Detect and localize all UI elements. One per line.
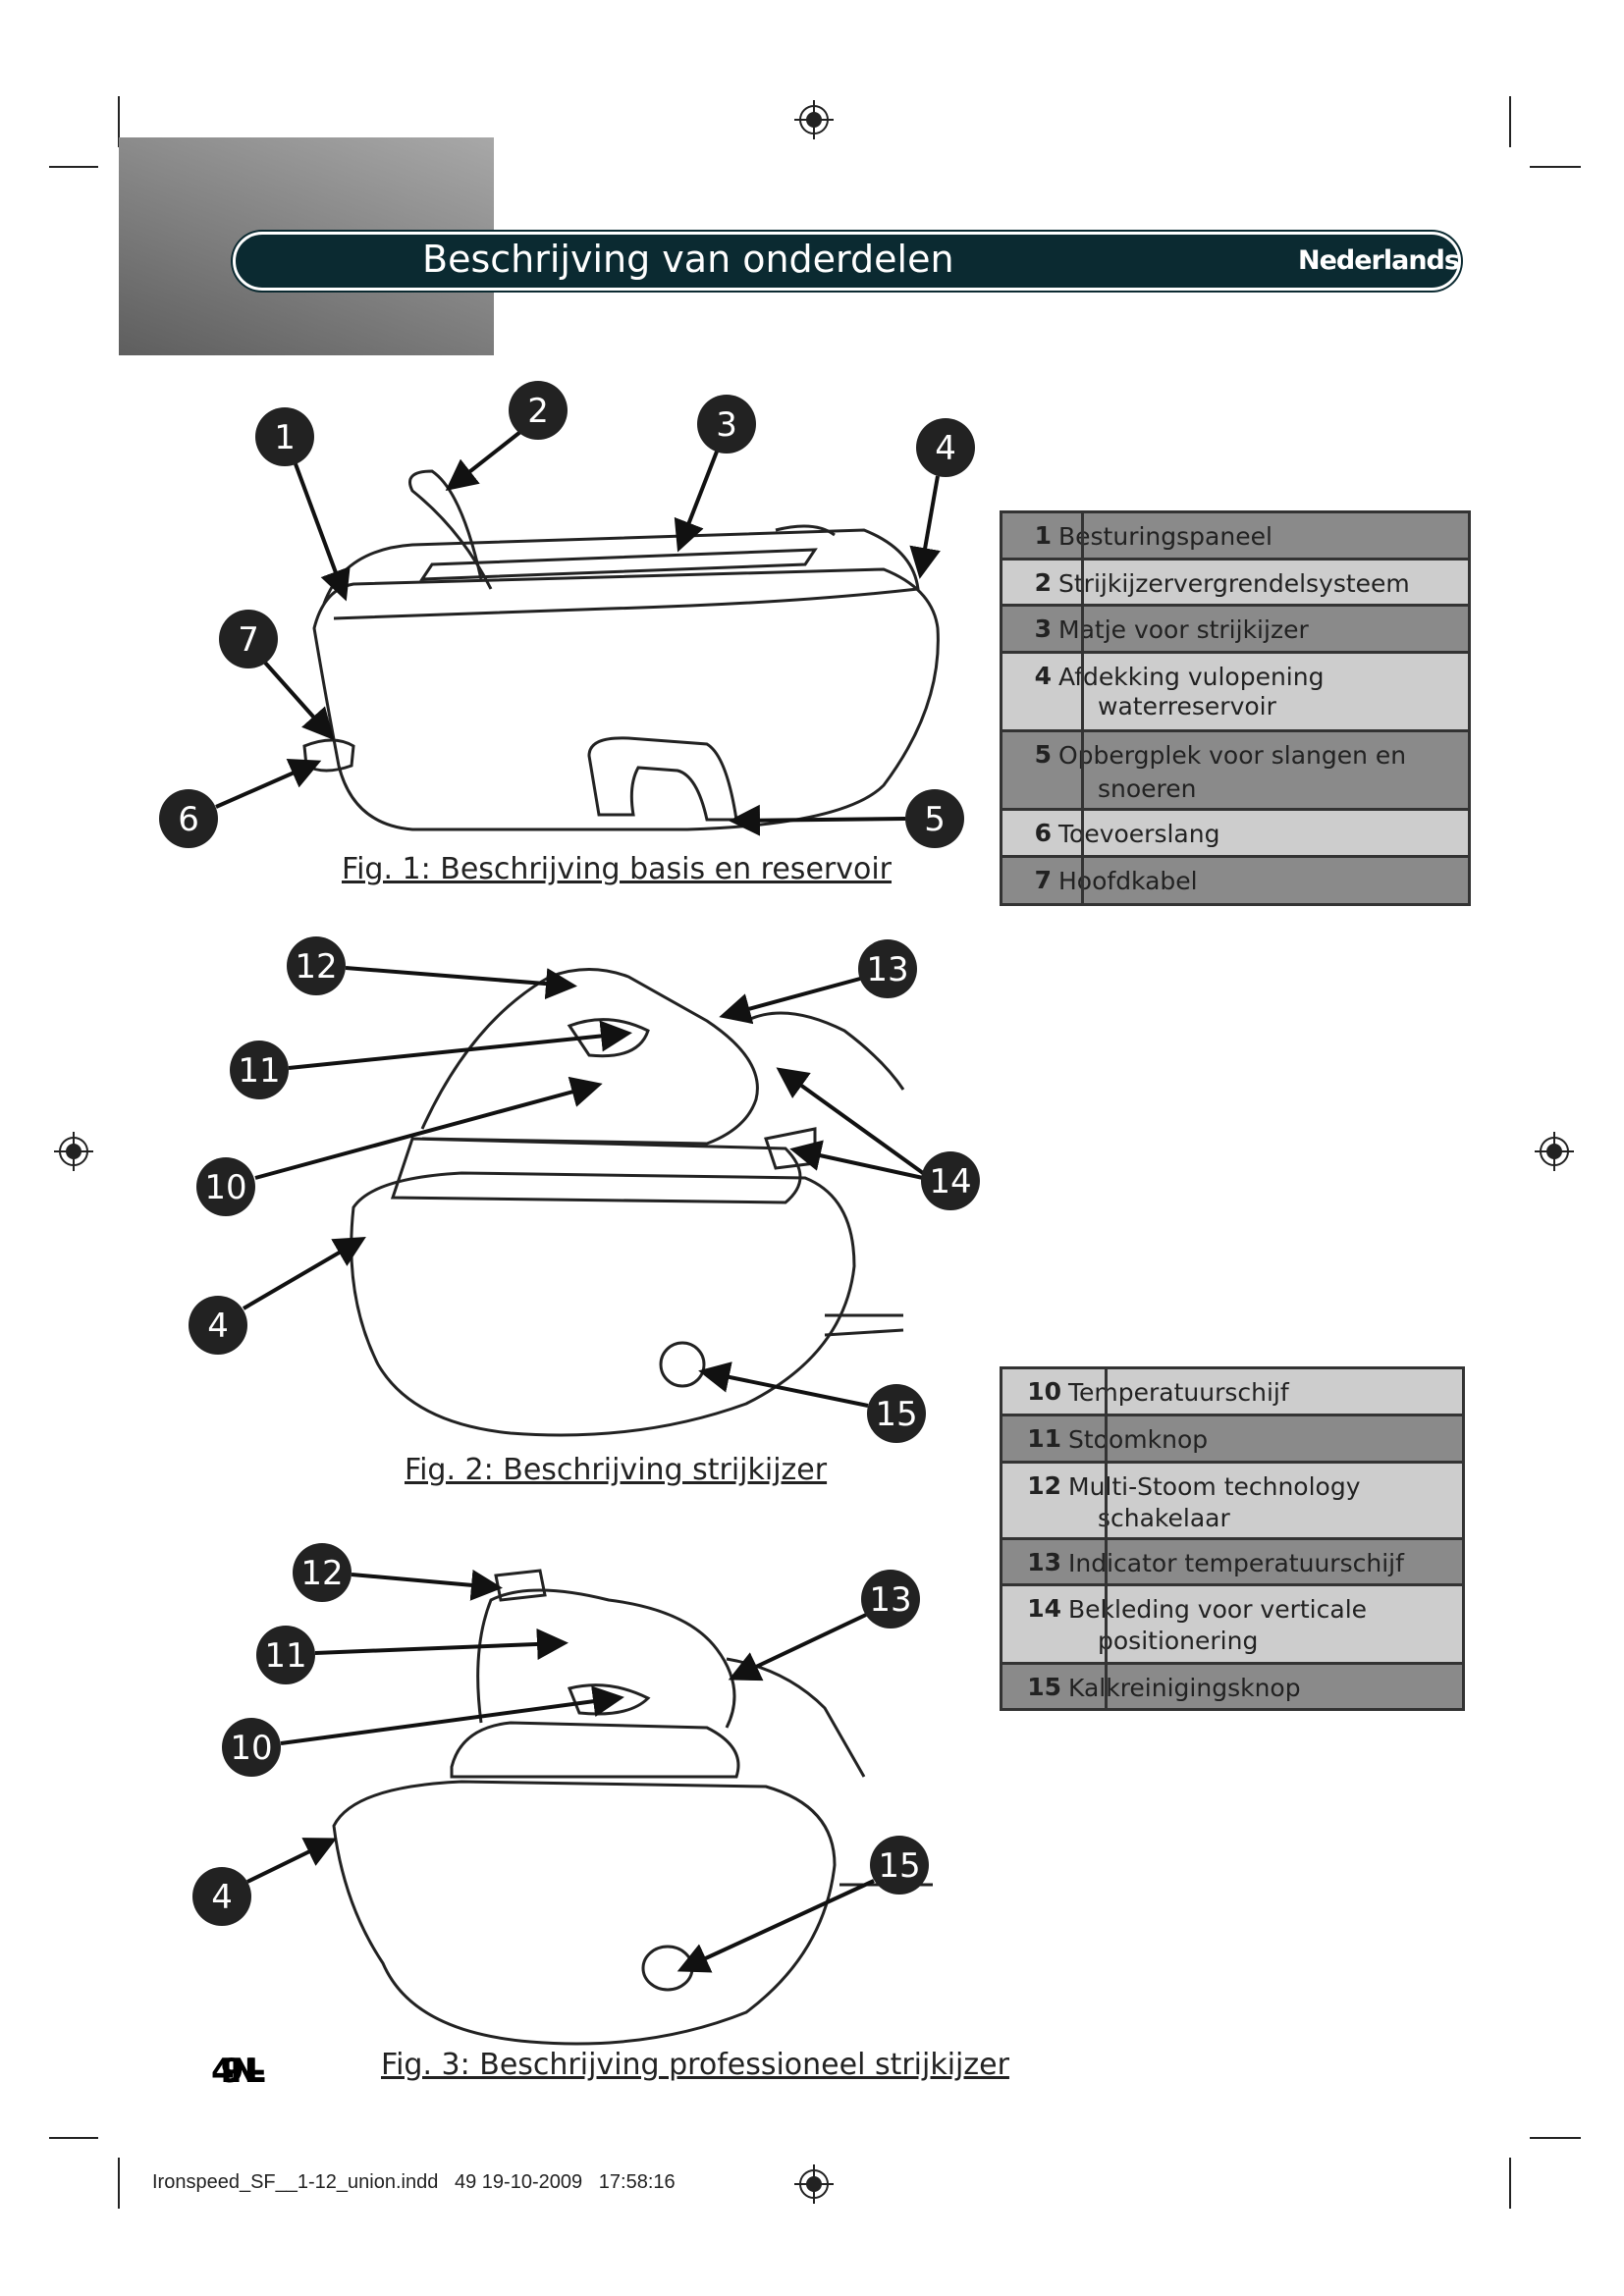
row-text: Bekleding voor verticale [1068,1595,1368,1624]
fig2-callouts: 12 13 11 10 14 4 15 [189,936,980,1443]
row-text: Strijkijzervergrendelsysteem [1058,569,1410,598]
row-text: Besturingspaneel [1058,522,1272,551]
row-text: Toevoerslang [1058,820,1220,848]
language-label: Nederlands [1298,245,1460,276]
callout-label: 4 [207,1307,229,1346]
callout-label: 5 [924,800,946,839]
callout-label: 1 [274,418,296,457]
page-number-value: 49 [211,2052,244,2091]
fig3-iron-drawing [332,1569,933,2046]
fig1-callouts: 1 2 3 4 7 6 5 [159,381,975,848]
callout-label: 13 [869,1580,911,1620]
row-text-continued: snoeren [1098,774,1197,803]
row-text: Multi-Stoom technology [1068,1472,1361,1501]
print-footer: Ironspeed_SF__1-12_union.indd 49 19-10-2… [152,2171,676,2193]
registration-mark-icon [1535,1132,1574,1171]
callout-label: 4 [211,1878,233,1917]
callout-label: 14 [929,1162,971,1201]
row-number: 3 [1034,614,1052,643]
row-text: Stoomknop [1068,1425,1209,1454]
row-number: 1 [1034,521,1052,550]
row-text-continued: schakelaar [1098,1504,1230,1532]
row-number: 4 [1034,662,1052,690]
callout-label: 11 [238,1051,280,1091]
row-number: 15 [1027,1673,1061,1701]
row-text: Temperatuurschijf [1068,1378,1289,1407]
fig2-iron-drawing [350,968,905,1437]
callout-label: 4 [935,429,956,468]
fig3-callouts: 12 13 11 10 4 15 [192,1543,929,1926]
callout-label: 2 [527,392,549,431]
callout-arrows [215,430,941,1973]
row-number: 10 [1027,1377,1061,1406]
row-number: 13 [1027,1548,1061,1576]
fig1-base-drawing [302,469,940,831]
registration-mark-icon [794,2164,834,2204]
callout-label: 6 [178,800,199,839]
row-text: Afdekking vulopening [1058,663,1325,691]
callout-label: 3 [716,405,737,445]
page-title: Beschrijving van onderdelen [422,238,954,281]
callout-label: 11 [264,1636,306,1676]
callout-label: 15 [878,1846,920,1886]
row-text: Matje voor strijkijzer [1058,615,1309,644]
row-number: 5 [1034,740,1052,769]
row-number: 7 [1034,866,1052,894]
row-text-continued: positionering [1098,1627,1259,1655]
row-text-continued: waterreservoir [1098,692,1276,721]
fig3-caption: Fig. 3: Beschrijving professioneel strij… [381,2048,1009,2082]
registration-mark-icon [54,1132,93,1171]
callout-label: 7 [238,620,259,660]
row-text: Indicator temperatuurschijf [1068,1549,1404,1577]
title-bar [233,232,1461,291]
row-number: 2 [1034,568,1052,597]
row-number: 12 [1027,1471,1061,1500]
row-text: Hoofdkabel [1058,867,1198,895]
callout-label: 12 [300,1554,343,1593]
row-number: 14 [1027,1594,1061,1623]
fig1-caption: Fig. 1: Beschrijving basis en reservoir [342,852,893,886]
page-number: 49NL- [211,2052,266,2091]
crop-marks [49,96,1581,2209]
page-language-code: NL- [230,2052,265,2091]
callout-label: 10 [230,1729,272,1768]
row-text: Opbergplek voor slangen en [1058,741,1407,770]
row-number: 11 [1027,1424,1061,1453]
callout-label: 15 [875,1395,917,1434]
row-text: Kalkreinigingsknop [1068,1674,1301,1702]
callout-label: 10 [204,1168,246,1207]
callout-label: 12 [295,947,337,987]
registration-mark-icon [794,100,834,139]
row-number: 6 [1034,819,1052,847]
fig2-caption: Fig. 2: Beschrijving strijkijzer [405,1453,828,1487]
callout-label: 13 [866,950,908,989]
